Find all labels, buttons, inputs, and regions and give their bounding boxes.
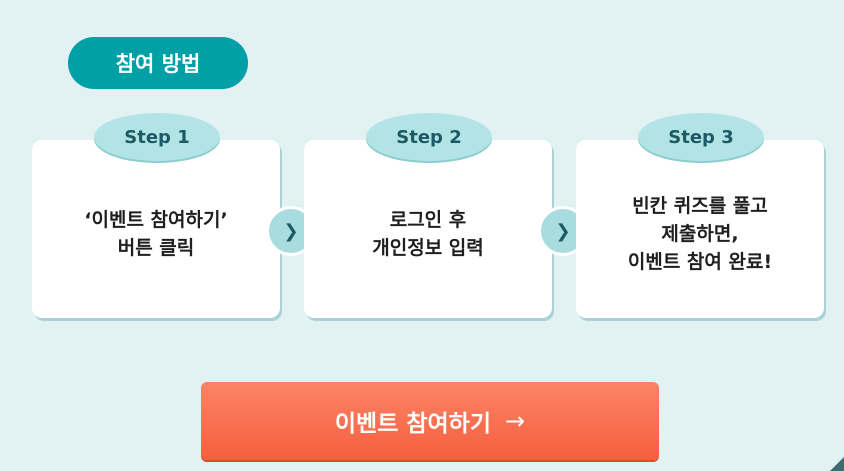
step-3-description: 빈칸 퀴즈를 풀고 제출하면, 이벤트 참여 완료! — [627, 195, 773, 273]
arrow-right-icon: → — [505, 407, 526, 435]
section-title-badge: 참여 방법 — [68, 37, 248, 89]
join-event-button-label: 이벤트 참여하기 — [334, 411, 492, 437]
corner-decoration — [830, 457, 844, 471]
join-event-button[interactable]: 이벤트 참여하기 → — [201, 382, 659, 460]
step-2-label: Step 2 — [366, 113, 492, 161]
section-title: 참여 방법 — [115, 52, 201, 76]
step-1-label: Step 1 — [94, 113, 220, 161]
step-1-description: ‘이벤트 참여하기’ 버튼 클릭 — [84, 209, 228, 259]
step-2-description: 로그인 후 개인정보 입력 — [372, 209, 484, 259]
chevron-right-glyph: ❯ — [555, 220, 571, 242]
chevron-right-glyph: ❯ — [283, 220, 299, 242]
step-3-label: Step 3 — [638, 113, 764, 161]
step-3-card: 빈칸 퀴즈를 풀고 제출하면, 이벤트 참여 완료! — [576, 140, 824, 318]
step-1-card: ‘이벤트 참여하기’ 버튼 클릭 — [32, 140, 280, 318]
step-2-card: 로그인 후 개인정보 입력 — [304, 140, 552, 318]
